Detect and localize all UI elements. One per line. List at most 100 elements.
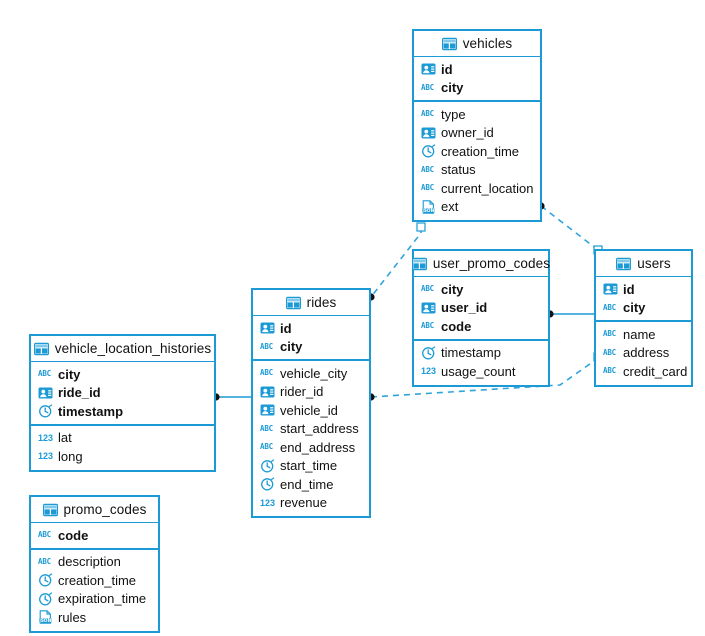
- field-label: city: [280, 339, 303, 355]
- field-row[interactable]: ABC description: [31, 553, 158, 572]
- table-header-rides[interactable]: rides: [253, 290, 369, 316]
- abc-icon: ABC: [603, 366, 616, 376]
- field-row[interactable]: vehicle_id: [253, 401, 369, 420]
- abc-icon: ABC: [421, 109, 434, 119]
- relationship-line: [540, 205, 599, 251]
- field-label: status: [441, 162, 476, 178]
- abc-icon: ABC: [38, 556, 51, 566]
- field-label: current_location: [441, 180, 534, 196]
- table-title: users: [637, 256, 671, 271]
- table-header-vehicles[interactable]: vehicles: [414, 31, 540, 57]
- table-header-vehicle_location_histories[interactable]: vehicle_location_histories: [31, 336, 214, 362]
- table-header-promo_codes[interactable]: promo_codes: [31, 497, 158, 523]
- field-row[interactable]: owner_id: [414, 124, 540, 143]
- field-label: ride_id: [58, 385, 101, 401]
- field-row[interactable]: creation_time: [31, 571, 158, 590]
- field-label: city: [441, 281, 464, 297]
- field-label: city: [441, 80, 464, 96]
- field-row[interactable]: creation_time: [414, 142, 540, 161]
- abc-icon: ABC: [603, 329, 616, 339]
- key-field-row[interactable]: ABC code: [31, 526, 158, 545]
- field-label: long: [58, 448, 83, 464]
- field-label: rules: [58, 609, 87, 625]
- field-row[interactable]: ABC credit_card: [596, 362, 691, 381]
- field-label: expiration_time: [58, 591, 147, 607]
- field-label: code: [441, 318, 472, 334]
- abc-icon: ABC: [421, 284, 434, 294]
- key-field-row[interactable]: ABC code: [414, 317, 548, 336]
- svg-text:JSON: JSON: [38, 618, 51, 624]
- field-row[interactable]: 123 long: [31, 447, 214, 466]
- key-field-row[interactable]: ABC city: [414, 280, 548, 299]
- key-field-row[interactable]: id: [596, 280, 691, 299]
- field-row[interactable]: expiration_time: [31, 590, 158, 609]
- clock-icon: [421, 144, 436, 158]
- table-title: promo_codes: [63, 502, 147, 517]
- key-field-row[interactable]: id: [253, 319, 369, 338]
- key-field-row[interactable]: id: [414, 60, 540, 79]
- clock-icon: [38, 404, 53, 418]
- clock-icon: [421, 346, 436, 360]
- abc-icon: ABC: [603, 302, 616, 312]
- abc-icon: ABC: [38, 530, 51, 540]
- table-header-users[interactable]: users: [596, 251, 691, 277]
- field-row[interactable]: JSON rules: [31, 608, 158, 627]
- field-label: vehicle_city: [280, 365, 348, 381]
- field-label: user_id: [441, 300, 488, 316]
- field-row[interactable]: end_time: [253, 475, 369, 494]
- key-field-row[interactable]: timestamp: [31, 402, 214, 421]
- id-icon: [38, 386, 53, 400]
- table-title: user_promo_codes: [432, 256, 551, 271]
- json-icon: JSON: [38, 610, 53, 624]
- table-grid-icon: [616, 257, 632, 271]
- field-label: description: [58, 554, 121, 570]
- field-label: ext: [441, 199, 459, 215]
- table-header-user_promo_codes[interactable]: user_promo_codes: [411, 251, 551, 277]
- field-label: city: [58, 366, 81, 382]
- 123-icon: 123: [38, 451, 54, 462]
- abc-icon: ABC: [603, 347, 616, 357]
- key-field-row[interactable]: ride_id: [31, 384, 214, 403]
- id-icon: [260, 321, 275, 335]
- table-grid-icon: [33, 342, 49, 356]
- abc-icon: ABC: [421, 321, 434, 331]
- field-row[interactable]: start_time: [253, 457, 369, 476]
- field-label: credit_card: [623, 363, 688, 379]
- field-label: code: [58, 527, 89, 543]
- field-row[interactable]: timestamp: [414, 344, 548, 363]
- clock-icon: [260, 459, 275, 473]
- field-row[interactable]: rider_id: [253, 383, 369, 402]
- field-label: id: [623, 281, 635, 297]
- id-icon: [421, 126, 436, 140]
- key-field-row[interactable]: user_id: [414, 299, 548, 318]
- field-label: rider_id: [280, 384, 324, 400]
